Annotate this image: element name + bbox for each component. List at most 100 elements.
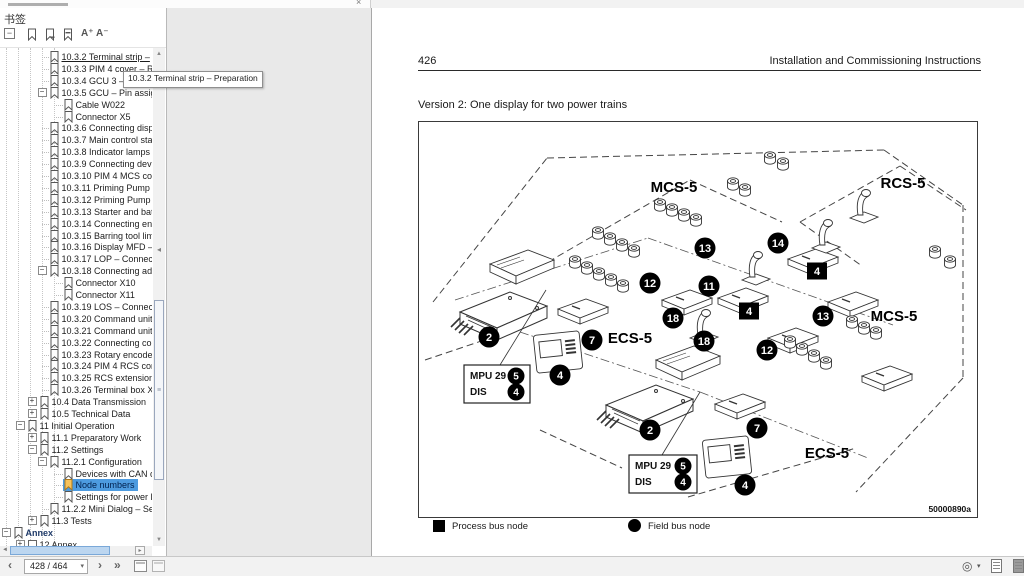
bookmark-item[interactable]: +11.1 Preparatory Work	[0, 431, 152, 444]
bookmark-row-body[interactable]: Devices with CAN co	[63, 467, 152, 480]
collapse-icon[interactable]: −	[37, 266, 47, 276]
collapse-icon[interactable]: −	[15, 420, 25, 430]
bookmark-row-body[interactable]: 10.3.16 Display MFD – C	[49, 241, 152, 254]
bookmark-item[interactable]: 10.3.11 Priming Pump C	[0, 181, 152, 194]
bookmark-row-body[interactable]: 10.3.25 RCS extension	[49, 372, 152, 385]
loupe-target-icon[interactable]: ◎	[962, 559, 973, 573]
bookmark-row-body[interactable]: Annex	[13, 527, 57, 539]
bookmark-item[interactable]: 10.3.20 Command units	[0, 312, 152, 325]
bookmark-item[interactable]: 10.3.7 Main control sta	[0, 134, 152, 147]
bookmark-row-body[interactable]: 10.3.21 Command units	[49, 324, 152, 337]
font-decrease-icon[interactable]: A⁻	[96, 28, 109, 39]
bookmark-item[interactable]: −10.3.18 Connecting ad	[0, 265, 152, 278]
previous-page-icon[interactable]: ‹	[8, 558, 12, 572]
scroll-up-icon[interactable]: ▲	[156, 51, 162, 57]
bookmark-row-body[interactable]: 10.3.26 Terminal box X	[49, 384, 152, 397]
bookmark-row-body[interactable]: 10.3.10 PIM 4 MCS con	[49, 170, 152, 182]
bookmark-row-body[interactable]: 10.3.7 Main control sta	[49, 134, 152, 147]
bookmark-item[interactable]: 10.3.22 Connecting cor	[0, 336, 152, 349]
chevron-down-icon[interactable]: ▾	[977, 563, 981, 570]
bookmark-row-body[interactable]: 10.3.11 Priming Pump C	[49, 181, 152, 194]
bookmark-item[interactable]: 10.3.24 PIM 4 RCS conf	[0, 360, 152, 373]
bookmark-item[interactable]: 10.3.12 Priming Pump C	[0, 193, 152, 206]
single-page-icon[interactable]	[991, 559, 1002, 573]
bookmark-item[interactable]: Node numbers	[0, 479, 152, 492]
last-page-icon[interactable]: »	[114, 558, 121, 572]
expand-icon[interactable]: +	[15, 539, 25, 546]
bookmark-row-body[interactable]: 10.3.9 Connecting devi	[49, 158, 152, 171]
bookmark-item[interactable]: 10.3.23 Rotary encoder	[0, 348, 152, 361]
bookmark-row-body[interactable]: 10.3.12 Priming Pump C	[49, 193, 152, 206]
panel-collapse-icon[interactable]: ◂	[157, 245, 162, 254]
expand-icon[interactable]: +	[27, 397, 37, 407]
bookmark-row-body[interactable]: 11.1 Preparatory Work	[39, 431, 145, 444]
bookmark-row-body[interactable]: 10.3.6 Connecting displ	[49, 122, 152, 135]
bookmark-row-body[interactable]: 12 Annex	[27, 539, 81, 546]
bookmark-row-body[interactable]: 10.3.2 Terminal strip –	[49, 51, 153, 63]
collapse-all-icon[interactable]: −	[4, 28, 15, 39]
bookmark-row-body[interactable]: Settings for power l	[63, 491, 152, 504]
bookmark-item[interactable]: Connector X10	[0, 277, 152, 290]
bookmark-item[interactable]: −11.2 Settings	[0, 443, 152, 456]
horizontal-scroll-thumb[interactable]	[10, 546, 110, 555]
bookmark-item[interactable]: 10.3.3 PIM 4 cover – R	[0, 62, 152, 75]
chevron-down-icon[interactable]: ▾	[80, 563, 84, 570]
bookmark-row-body[interactable]: 10.3.14 Connecting en	[49, 217, 152, 230]
bookmark-row-body[interactable]: 10.3.19 LOS – Connect	[49, 300, 152, 313]
bookmark-item[interactable]: −10.3.5 GCU – Pin assign	[0, 86, 152, 99]
bookmark-delete-icon[interactable]	[63, 28, 73, 41]
bookmark-item[interactable]: Settings for power l	[0, 491, 152, 504]
bookmark-item[interactable]: +11.3 Tests	[0, 515, 152, 528]
scroll-right-icon[interactable]: ▸	[135, 546, 145, 555]
tab-close-icon[interactable]: ×	[356, 0, 362, 7]
scroll-down-icon[interactable]: ▼	[156, 537, 162, 543]
bookmark-row-body[interactable]: 10.3.13 Starter and bat	[49, 205, 152, 218]
bookmark-row-body[interactable]: 10.3.4 GCU 3 –	[49, 74, 128, 87]
bookmark-row-body[interactable]: 10.3.18 Connecting ad	[49, 265, 152, 278]
bookmark-item[interactable]: 10.3.26 Terminal box X	[0, 384, 152, 397]
page-number-input[interactable]: 428 / 464 ▾	[24, 559, 88, 574]
font-increase-icon[interactable]: A⁺	[81, 28, 94, 39]
bookmark-row-body[interactable]: 10.3.15 Barring tool limi	[49, 229, 152, 242]
bookmarks-horizontal-scrollbar[interactable]: ◄ ▸	[0, 546, 152, 556]
bookmark-row-body[interactable]: 10.3.8 Indicator lamps f	[49, 146, 152, 159]
bookmark-row-body[interactable]: Connector X11	[63, 289, 138, 301]
bookmark-item[interactable]: 10.3.8 Indicator lamps f	[0, 146, 152, 159]
panel-divider[interactable]	[166, 8, 167, 556]
bookmark-row-body[interactable]: 11 Initial Operation	[27, 419, 118, 432]
bookmark-item[interactable]: Cable W022	[0, 98, 152, 111]
facing-view-icon[interactable]	[152, 560, 165, 572]
bookmark-item[interactable]: Devices with CAN co	[0, 467, 152, 480]
bookmark-row-body[interactable]: 10.3.22 Connecting cor	[49, 336, 152, 349]
bookmark-item[interactable]: −Annex	[0, 527, 152, 539]
next-page-icon[interactable]: ›	[98, 558, 102, 572]
bookmark-item[interactable]: −11.2.1 Configuration	[0, 455, 152, 468]
bookmark-item[interactable]: 10.3.4 GCU 3 –	[0, 74, 152, 87]
bookmark-row-body[interactable]: 10.3.5 GCU – Pin assign	[49, 86, 152, 99]
bookmark-item[interactable]: Connector X5	[0, 110, 152, 123]
bookmark-item[interactable]: 10.3.13 Starter and bat	[0, 205, 152, 218]
expand-icon[interactable]: +	[27, 409, 37, 418]
bookmark-item[interactable]: −11 Initial Operation	[0, 419, 152, 432]
bookmark-item[interactable]: 10.3.10 PIM 4 MCS con	[0, 170, 152, 182]
bookmark-item[interactable]: Connector X11	[0, 289, 152, 301]
bookmark-icon[interactable]	[27, 28, 37, 41]
bookmark-row-body[interactable]: 10.3.3 PIM 4 cover – R	[49, 62, 152, 75]
document-view[interactable]	[167, 8, 1024, 556]
bookmark-item[interactable]: +12 Annex	[0, 539, 152, 546]
bookmark-item[interactable]: 10.3.15 Barring tool limi	[0, 229, 152, 242]
document-tab[interactable]: ×	[0, 0, 371, 8]
bookmark-item[interactable]: 10.3.19 LOS – Connect	[0, 300, 152, 313]
collapse-icon[interactable]: −	[37, 456, 47, 466]
bookmark-row-body[interactable]: 10.3.23 Rotary encoder	[49, 348, 152, 361]
bookmark-row-body[interactable]: 11.2.2 Mini Dialog – Set	[49, 503, 152, 516]
bookmark-row-body[interactable]: Connector X10	[63, 277, 139, 290]
bookmark-row-body[interactable]: Cable W022	[63, 98, 129, 111]
bookmark-row-body[interactable]: 10.3.20 Command units	[49, 312, 152, 325]
bookmark-item[interactable]: +10.4 Data Transmission	[0, 396, 152, 409]
expand-icon[interactable]: +	[27, 516, 37, 526]
bookmark-row-body[interactable]: Node numbers	[62, 479, 138, 492]
collapse-icon[interactable]: −	[37, 87, 47, 97]
bookmark-row-body[interactable]: 10.5 Technical Data	[39, 408, 134, 420]
bookmark-item[interactable]: 10.3.6 Connecting displ	[0, 122, 152, 135]
